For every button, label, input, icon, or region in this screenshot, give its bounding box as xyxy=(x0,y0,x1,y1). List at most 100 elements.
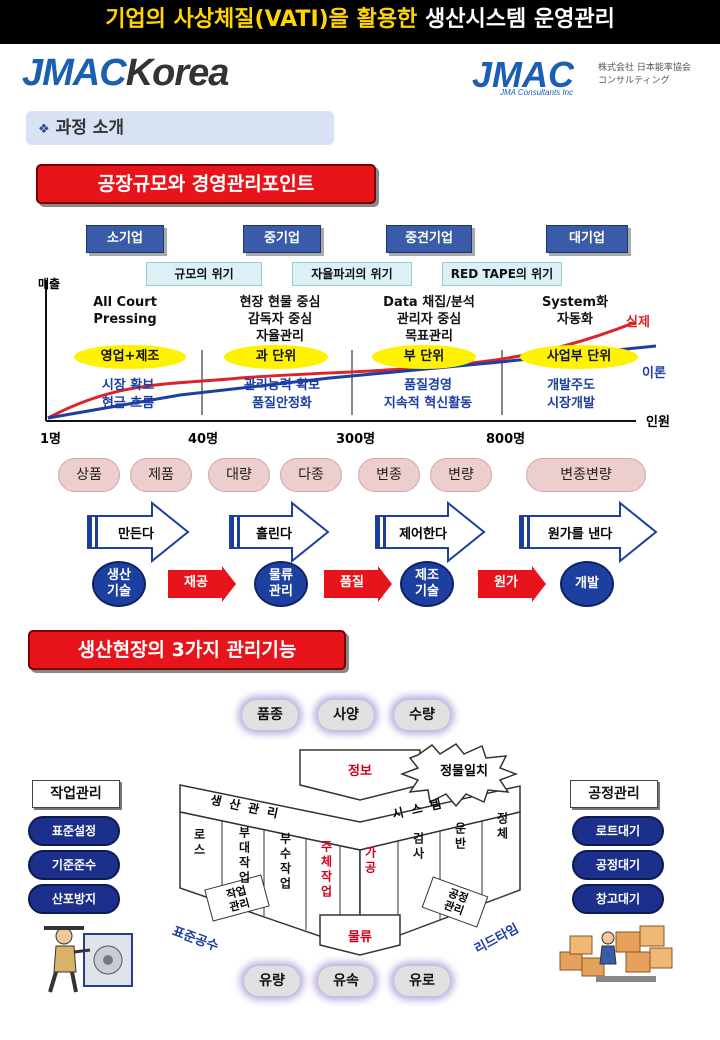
focus-1-line2: 현금 흐름 xyxy=(101,396,155,411)
jmac-logo: JMAC xyxy=(472,54,575,95)
arrow-label-cost: 원가를 낸다 xyxy=(547,527,613,542)
work-item-variance: 산포방지 xyxy=(28,884,120,914)
stage-text-3-line3: 목표관리 xyxy=(405,329,453,344)
red-arrow-cost-label: 원가 xyxy=(494,575,518,590)
arrow-shape-1 xyxy=(87,500,190,564)
work-item-standard: 표준설정 xyxy=(28,816,120,846)
crisis-autonomy: 자율파괴의 위기 xyxy=(292,262,412,286)
col-loss: 로스 xyxy=(192,828,206,858)
focus-2-line2: 품질안정화 xyxy=(252,396,312,411)
bubble-variant-type: 변종 xyxy=(358,458,420,492)
burst-shape xyxy=(399,743,519,808)
process-item-process: 공정대기 xyxy=(572,850,664,880)
stage-text-2-line3: 자율관리 xyxy=(256,329,304,344)
unit-department: 부 단위 xyxy=(372,345,476,369)
logistics-box xyxy=(319,914,401,956)
arrow-label-flow: 흘린다 xyxy=(256,527,292,542)
x-tick-4: 800명 xyxy=(486,432,526,447)
logo-left-main: JMAC xyxy=(22,52,127,94)
focus-3: 품질경영 지속적 혁신활동 xyxy=(356,377,500,413)
unit-sales-mfg: 영업+제조 xyxy=(74,345,186,369)
stage-text-3: Data 채집/분석 관리자 중심 목표관리 xyxy=(360,294,498,345)
col-transport: 운반 xyxy=(453,822,467,852)
circle-logistics-line1: 물류 xyxy=(269,568,293,583)
stage-text-2: 현장 현물 중심 감독자 중심 자율관리 xyxy=(215,294,345,345)
focus-1: 시장 확보 현금 흐름 xyxy=(62,377,194,413)
arrow-label-make: 만든다 xyxy=(118,527,154,542)
circle-mfg-tech-line1: 제조 xyxy=(415,568,439,583)
circle-logistics-line2: 관리 xyxy=(269,584,293,599)
diamond-bullet-icon: ❖ xyxy=(38,122,50,137)
bubble-variant-type-qty: 변종변량 xyxy=(526,458,646,492)
process-mgmt-tag xyxy=(421,876,489,928)
focus-2-line1: 관리능력 확보 xyxy=(243,378,321,393)
y-axis-label: 매출 xyxy=(38,277,61,291)
info-box xyxy=(299,749,421,801)
stage-text-4-line1: System화 xyxy=(541,295,609,310)
arrow-shape-3 xyxy=(375,500,486,564)
focus-4-line2: 시장개발 xyxy=(547,396,595,411)
stage-text-1: All Court Pressing xyxy=(60,294,190,328)
circle-mfg-tech-line2: 기술 xyxy=(415,584,439,599)
stage-text-1-line2: Pressing xyxy=(93,312,157,327)
bubble-mass: 대량 xyxy=(208,458,270,492)
jmac-logo-subtitle: JMA Consultants Inc xyxy=(500,88,574,97)
process-arrows xyxy=(87,500,658,564)
pill-variety: 품종 xyxy=(242,700,298,730)
pill-quantity: 수량 xyxy=(394,700,450,730)
info-label: 정보 xyxy=(348,764,372,779)
arrow-label-control: 제어한다 xyxy=(399,527,447,542)
red-arrow-wip xyxy=(168,566,236,602)
growth-chart xyxy=(45,280,657,422)
focus-3-line1: 품질경영 xyxy=(404,378,452,393)
circle-development: 개발 xyxy=(560,561,614,607)
red-arrow-quality-label: 품질 xyxy=(340,575,364,590)
stage-text-3-line1: Data 채집/분석 xyxy=(383,295,475,310)
pill-spec: 사양 xyxy=(318,700,374,730)
worker-illustration-icon xyxy=(44,926,133,993)
process-item-warehouse: 창고대기 xyxy=(572,884,664,914)
unit-section: 과 단위 xyxy=(224,345,328,369)
arrow-shape-4 xyxy=(519,500,658,564)
circle-prod-tech-line1: 생산 xyxy=(107,568,131,583)
logo-left-sub: Korea xyxy=(125,52,230,94)
stage-text-1-line1: All Court xyxy=(93,295,157,310)
focus-3-line2: 지속적 혁신활동 xyxy=(383,396,473,411)
legend-theory: 이론 xyxy=(642,366,666,381)
work-item-compliance: 기준준수 xyxy=(28,850,120,880)
bubble-goods: 상품 xyxy=(58,458,120,492)
stage-text-3-line2: 관리자 중심 xyxy=(396,312,462,327)
banner-three-functions: 생산현장의 3가지 관리기능 xyxy=(28,630,346,670)
red-arrow-wip-label: 재공 xyxy=(184,575,208,590)
process-item-lot: 로트대기 xyxy=(572,816,664,846)
arrow-shape-2 xyxy=(229,500,330,564)
x-tick-1: 1명 xyxy=(40,432,62,447)
col-inspection: 검사 xyxy=(411,832,425,862)
stage-text-4-line2: 자동화 xyxy=(557,312,593,327)
circle-development-label: 개발 xyxy=(575,576,599,591)
logistics-label: 물류 xyxy=(348,930,372,945)
focus-4-line1: 개발주도 xyxy=(547,378,595,393)
jp-company-line2: コンサルティング xyxy=(598,76,670,86)
unit-division: 사업부 단위 xyxy=(520,345,638,369)
x-tick-3: 300명 xyxy=(336,432,376,447)
boxes-illustration-icon xyxy=(559,925,673,982)
company-type-small: 소기업 xyxy=(86,225,164,253)
x-axis-label: 인원 xyxy=(646,415,670,430)
circle-prod-tech-line2: 기술 xyxy=(107,584,131,599)
stage-text-2-line1: 현장 현물 중심 xyxy=(239,295,321,310)
work-mgmt-title: 작업관리 xyxy=(32,780,120,808)
legend-actual: 실제 xyxy=(626,315,650,330)
work-mgmt-tag xyxy=(204,874,270,922)
factory-building-diagram xyxy=(179,743,521,956)
focus-2: 관리능력 확보 품질안정화 xyxy=(212,377,352,413)
crisis-red-tape: RED TAPE의 위기 xyxy=(442,262,562,286)
page-header: 기업의 사상체질(VATI)을 활용한 생산시스템 운영관리 xyxy=(0,0,720,44)
red-arrow-quality xyxy=(324,566,392,602)
x-tick-2: 40명 xyxy=(188,432,219,447)
stage-text-2-line2: 감독자 중심 xyxy=(247,312,313,327)
header-title-yellow: 기업의 사상체질(VATI)을 활용한 xyxy=(105,7,418,32)
